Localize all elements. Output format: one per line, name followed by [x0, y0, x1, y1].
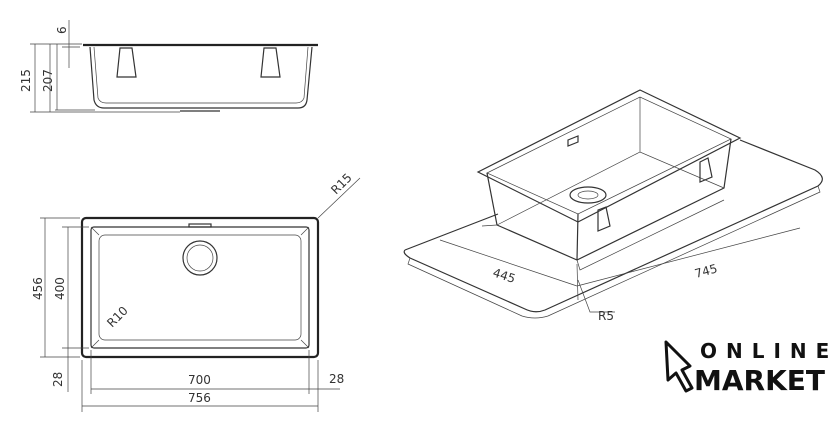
radius-r15: R15: [328, 171, 355, 198]
logo-line1: ONLINE: [700, 339, 838, 363]
side-height-207: 207: [41, 69, 55, 92]
top-width-756: 756: [188, 391, 211, 405]
top-view: 456 400 28 28 700 756 R15 R10: [31, 171, 361, 412]
iso-depth-445: 445: [491, 266, 517, 286]
logo-line2: MARKET: [694, 364, 825, 397]
online-market-logo: ONLINE MARKET: [664, 339, 838, 397]
top-right-28: 28: [329, 372, 344, 386]
side-view: 215 207 6: [19, 20, 318, 113]
side-rim-6: 6: [55, 26, 69, 34]
top-depth-400: 400: [53, 277, 67, 300]
iso-radius-r5: R5: [598, 309, 614, 323]
iso-width-745: 745: [693, 261, 719, 280]
radius-r10: R10: [104, 304, 131, 331]
iso-view: 445 745 R5: [403, 89, 823, 323]
top-depth-456: 456: [31, 277, 45, 300]
top-width-700: 700: [188, 373, 211, 387]
top-left-28: 28: [51, 372, 65, 387]
cursor-icon: [664, 340, 694, 393]
side-height-215: 215: [19, 69, 33, 92]
